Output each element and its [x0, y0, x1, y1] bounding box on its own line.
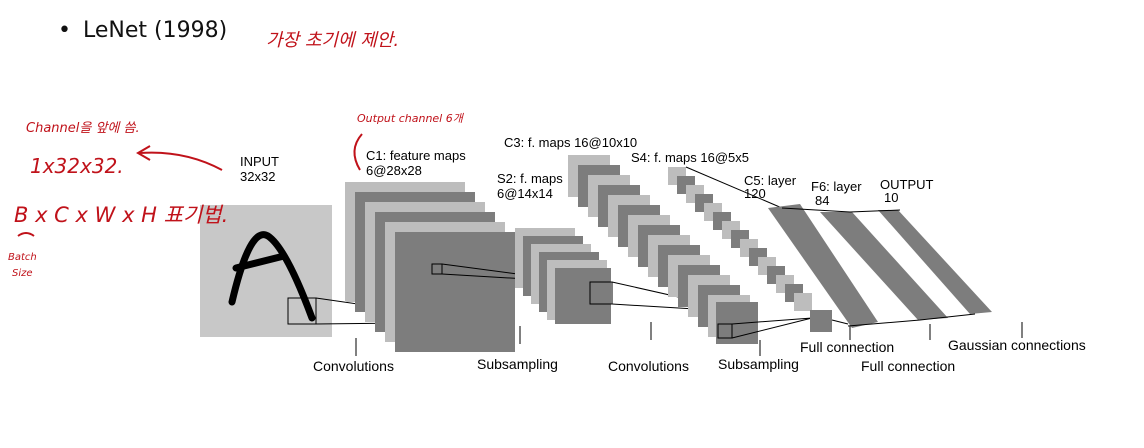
c5-size: 120	[744, 186, 766, 201]
input-letter-a-bar	[232, 252, 288, 272]
annotation-title-note: 가장 초기에 제안.	[266, 30, 399, 51]
op-convolutions-1: Convolutions	[313, 358, 394, 374]
op-full-connection-2: Full connection	[861, 358, 955, 374]
output-size: 10	[884, 190, 898, 205]
s2-label: S2: f. maps	[497, 171, 563, 186]
c1-feature-maps	[345, 182, 515, 352]
annotation-size: Size	[12, 268, 33, 279]
s2-feature-maps	[515, 228, 611, 324]
fc-bottom-line	[847, 313, 976, 327]
s4-label: S4: f. maps 16@5x5	[631, 150, 749, 165]
input-receptive-field	[287, 297, 317, 325]
op-subsampling-1: Subsampling	[477, 356, 558, 372]
c3-label: C3: f. maps 16@10x10	[504, 135, 637, 150]
f6-label: F6: layer	[811, 179, 862, 194]
output-layer-band	[878, 210, 992, 314]
slide-bullet: • LeNet (1998)	[58, 18, 227, 43]
annotation-format: B x C x W x H 표기법.	[14, 203, 228, 227]
operation-ticks	[355, 322, 1023, 356]
op-gaussian-connections: Gaussian connections	[948, 337, 1086, 353]
annotation-channel-note: Channel을 앞에 씀.	[26, 121, 140, 136]
f6-layer-band	[820, 212, 948, 320]
c1-size: 6@28x28	[366, 163, 422, 178]
c5-layer-band	[768, 204, 878, 328]
op-subsampling-2: Subsampling	[718, 356, 799, 372]
annotation-batch: Batch	[8, 252, 37, 263]
f6-size: 84	[815, 193, 829, 208]
annotation-bracket	[353, 133, 363, 171]
annotation-arrow-head	[136, 145, 151, 161]
c1-label: C1: feature maps	[366, 148, 466, 163]
op-convolutions-2: Convolutions	[608, 358, 689, 374]
c5-label: C5: layer	[744, 173, 797, 188]
bullet-title: LeNet (1998)	[82, 18, 228, 43]
c3-receptive-field	[717, 323, 733, 339]
bullet-dot: •	[58, 18, 71, 43]
annotation-arrow	[139, 151, 223, 171]
s4-c5-top-line	[685, 166, 783, 209]
annotation-output-channel: Output channel 6개	[357, 112, 465, 125]
fc-top-line	[781, 207, 901, 213]
s4-feature-maps	[668, 167, 832, 332]
annotation-shape: 1x32x32.	[30, 154, 124, 178]
c1-receptive-field	[431, 263, 443, 275]
s4-c5-bottom-line	[831, 319, 849, 325]
output-label: OUTPUT	[880, 177, 934, 192]
annotation-underline	[17, 232, 35, 237]
c3-feature-maps	[568, 155, 758, 344]
s2-size: 6@14x14	[497, 186, 553, 201]
input-size: 32x32	[240, 169, 275, 184]
input-label: INPUT	[240, 154, 279, 169]
op-full-connection-1: Full connection	[800, 339, 894, 355]
s2-receptive-field	[589, 281, 613, 305]
